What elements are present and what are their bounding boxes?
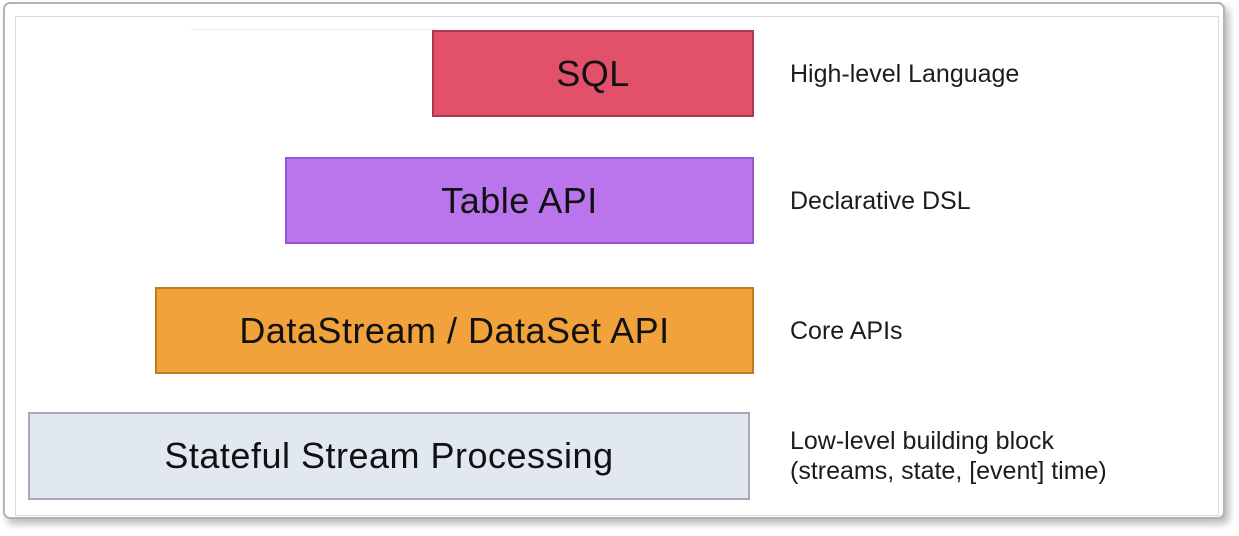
layer-annotation-sql: High-level Language <box>790 59 1020 88</box>
layer-box-datastream-dataset-api: DataStream / DataSet API <box>155 287 754 374</box>
layer-label-sql: SQL <box>556 52 630 94</box>
layer-box-sql: SQL <box>432 30 754 117</box>
layer-annotation-stateful-stream-processing: Low-level building block (streams, state… <box>790 427 1107 485</box>
layer-label-stateful-stream-processing: Stateful Stream Processing <box>164 435 614 476</box>
divider-line <box>190 29 435 30</box>
layer-annotation-datastream-dataset-api: Core APIs <box>790 316 903 345</box>
layer-box-stateful-stream-processing: Stateful Stream Processing <box>28 412 750 500</box>
layer-box-table-api: Table API <box>285 157 754 244</box>
layer-label-table-api: Table API <box>441 179 598 221</box>
layer-label-datastream-dataset-api: DataStream / DataSet API <box>239 309 670 351</box>
diagram-inner-frame <box>15 16 1219 516</box>
layer-annotation-table-api: Declarative DSL <box>790 186 971 215</box>
